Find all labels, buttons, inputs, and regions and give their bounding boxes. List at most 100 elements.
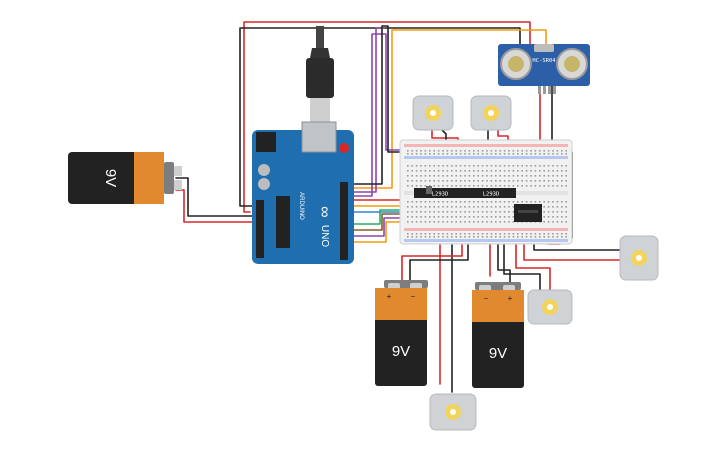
breadboard-hole [543, 180, 545, 182]
breadboard-hole [437, 201, 440, 203]
motor-bottom-middle[interactable] [527, 289, 573, 325]
battery-middle[interactable]: + − 9V [375, 280, 428, 386]
breadboard-hole [473, 175, 475, 177]
breadboard-hole [420, 216, 422, 218]
wire-left-battery-black[interactable] [175, 177, 253, 217]
motor-top-left[interactable] [412, 95, 454, 131]
wire-sig-5[interactable] [351, 213, 411, 231]
breadboard-hole [530, 170, 532, 172]
breadboard-hole [530, 180, 532, 182]
breadboard-hole [455, 150, 457, 152]
breadboard-hole [530, 150, 532, 152]
breadboard-hole [473, 201, 475, 203]
breadboard-hole [459, 175, 462, 177]
battery-left[interactable]: 9V [68, 152, 182, 204]
breadboard-hole [473, 150, 475, 152]
breadboard-hole [543, 165, 545, 167]
reset-button[interactable] [339, 143, 349, 153]
breadboard-hole [407, 221, 409, 223]
breadboard-hole [512, 170, 515, 172]
arduino-logo-icon: ∞ [316, 206, 333, 217]
breadboard-hole [477, 150, 479, 152]
breadboard-hole [508, 185, 510, 187]
breadboard-hole [547, 180, 550, 182]
breadboard-hole [561, 201, 563, 203]
breadboard-hole [415, 153, 418, 155]
breadboard-hole [437, 216, 440, 218]
wire-top-black-2[interactable] [351, 25, 413, 185]
breadboard-hole [433, 153, 435, 155]
breadboard-hole [424, 221, 427, 223]
breadboard-hole [407, 236, 409, 238]
breadboard-hole [464, 216, 466, 218]
motor-right[interactable] [619, 235, 659, 281]
breadboard-hole [446, 170, 449, 172]
breadboard-hole [433, 216, 435, 218]
motor-top-right[interactable] [470, 95, 512, 131]
wire-top-purple[interactable] [351, 27, 385, 193]
breadboard-hole [556, 211, 559, 213]
breadboard-hole [517, 180, 519, 182]
wire-sig-4[interactable] [351, 209, 409, 225]
breadboard-hole [420, 233, 422, 235]
breadboard-hole [543, 175, 545, 177]
driver-module-marking [518, 210, 538, 213]
breadboard-hole [407, 211, 409, 213]
breadboard-hole [499, 170, 501, 172]
breadboard-rail-bottom-red [404, 228, 568, 231]
atmega-chip [276, 196, 290, 248]
battery-right-plus: + [508, 294, 513, 303]
breadboard-hole [477, 216, 479, 218]
wire-top-black[interactable] [239, 27, 521, 207]
breadboard-hole [424, 216, 427, 218]
ultrasonic-sensor[interactable]: HC-SR04 [498, 44, 590, 94]
breadboard-hole [547, 236, 550, 238]
breadboard-hole [451, 221, 453, 223]
breadboard-hole [424, 236, 427, 238]
breadboard-hole [486, 153, 488, 155]
breadboard-hole [477, 206, 479, 208]
breadboard-hole [415, 216, 418, 218]
breadboard-hole [499, 211, 501, 213]
breadboard-hole [495, 150, 497, 152]
battery-right[interactable]: − + 9V [472, 282, 524, 388]
breadboard-hole [495, 236, 497, 238]
wire-sig-6[interactable] [351, 217, 413, 237]
breadboard-hole [486, 150, 488, 152]
breadboard-hole [561, 206, 563, 208]
breadboard-hole [495, 201, 497, 203]
wire-top-purple-2[interactable] [351, 33, 411, 197]
breadboard-hole [561, 185, 563, 187]
breadboard-hole [415, 201, 418, 203]
breadboard-hole [411, 180, 413, 182]
breadboard-hole [490, 170, 493, 172]
breadboard-hole [539, 201, 541, 203]
motor-bottom[interactable] [429, 393, 477, 431]
breadboard-hole [517, 201, 519, 203]
breadboard-hole [455, 221, 457, 223]
breadboard-hole [543, 201, 545, 203]
breadboard-hole [499, 180, 501, 182]
breadboard-hole [442, 185, 444, 187]
arduino-uno[interactable]: ∞ ARDUINO UNO [252, 26, 354, 264]
breadboard-hole [407, 206, 409, 208]
breadboard-hole [503, 165, 506, 167]
breadboard-hole [420, 150, 422, 152]
breadboard-hole [556, 150, 559, 152]
breadboard-hole [521, 201, 523, 203]
breadboard-hole [495, 206, 497, 208]
breadboard-hole [455, 165, 457, 167]
breadboard-hole [477, 153, 479, 155]
breadboard-hole [424, 211, 427, 213]
breadboard-hole [490, 233, 493, 235]
breadboard-hole [411, 233, 413, 235]
breadboard-hole [459, 185, 462, 187]
breadboard-hole [508, 216, 510, 218]
breadboard-hole [473, 153, 475, 155]
breadboard-hole [561, 233, 563, 235]
push-button[interactable] [426, 186, 432, 194]
usb-plug-neck [310, 48, 330, 58]
breadboard[interactable]: L293D L293D [399, 139, 573, 245]
wires [175, 21, 625, 393]
breadboard-hole [420, 236, 422, 238]
